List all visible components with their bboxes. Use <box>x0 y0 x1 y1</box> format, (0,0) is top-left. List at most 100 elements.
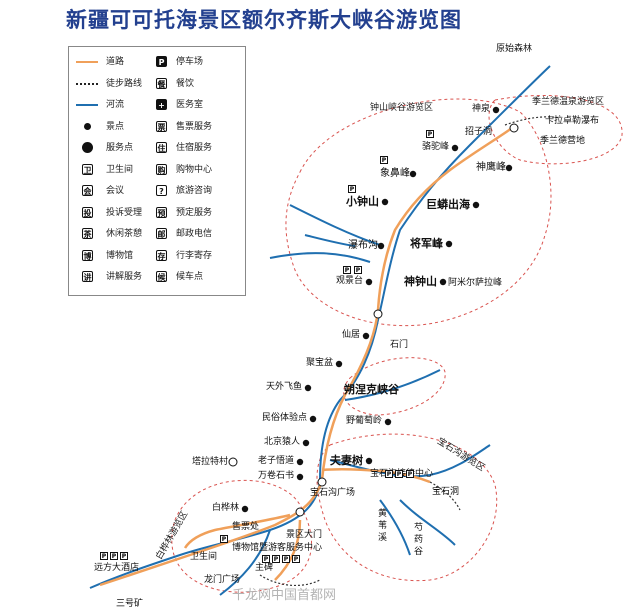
legend-luggage-icon: 存 <box>156 249 167 261</box>
page-title: 新疆可可托海景区额尔齐斯大峡谷游览图 <box>66 8 462 32</box>
place-label-shenzhongshan: 神钟山 <box>404 275 437 288</box>
scenic-spot-laozi <box>296 458 304 466</box>
facility-parking-icon: P <box>406 470 414 478</box>
zhongshan-area-boundary <box>285 98 552 327</box>
facility-parking-icon: P <box>426 130 434 138</box>
trail-baoshi <box>429 481 461 511</box>
legend-label: 博物馆 <box>106 250 134 261</box>
legend-label: 行李寄存 <box>176 250 213 261</box>
place-label-weishengjian: 卫生间 <box>190 552 218 562</box>
place-label-jubaopen: 聚宝盆 <box>306 358 334 368</box>
legend-label: 住宿服务 <box>176 143 213 153</box>
facility-parking-icon: P <box>354 266 362 274</box>
place-label-pubugou: 瀑布沟 <box>348 240 378 251</box>
place-label-shuonie: 朔涅克峡谷 <box>344 383 399 396</box>
legend-label: 卫生间 <box>106 164 134 175</box>
tributary-baoshi-2 <box>379 499 411 556</box>
area-boundaries <box>171 95 623 593</box>
legend-label: 服务点 <box>106 143 134 153</box>
legend-ticket-icon: 票 <box>156 120 167 132</box>
scenic-spot-xianju <box>362 332 370 340</box>
place-label-zhubei: 主碑 <box>255 563 274 573</box>
place-label-yuanfang: 远方大酒店 <box>94 563 140 573</box>
scenic-spot-jiangjunfeng <box>445 240 453 248</box>
facility-parking-icon: P <box>348 185 356 193</box>
place-label-amier: 阿米尔萨拉峰 <box>448 278 503 288</box>
baihualin-road <box>183 513 291 549</box>
tributary-zhongshan-1 <box>289 204 381 246</box>
place-label-yuanshi: 原始森林 <box>496 44 533 54</box>
place-label-minsu: 民俗体验点 <box>262 413 308 423</box>
place-label-yeputao: 野葡萄岭 <box>346 416 383 426</box>
legend-label: 休闲茶憩 <box>106 229 143 239</box>
legend-label: 医务室 <box>176 100 204 110</box>
legend-guide-icon: 讲 <box>82 271 93 282</box>
scenic-spot-xiaozhongshan <box>381 198 389 206</box>
legend-teahouse-icon: 茶 <box>82 228 93 239</box>
legend-museum-icon: 博 <box>82 249 93 261</box>
baihualin-area-boundary <box>171 479 312 593</box>
place-label-fuqishu: 夫妻树 <box>330 454 363 467</box>
legend-label: 餐饮 <box>176 78 195 89</box>
legend-complaint-icon: 投 <box>82 206 93 218</box>
facility-parking-icon: P <box>395 470 403 478</box>
main-road <box>99 126 513 587</box>
legend-waiting-icon: 候 <box>156 271 167 282</box>
place-label-huangyou: 黄 苇 溪 <box>378 509 388 543</box>
scenic-spot-beijing <box>302 439 310 447</box>
legend-label: 讲解服务 <box>106 272 143 282</box>
place-label-jumang: 巨蟒出海 <box>426 198 470 211</box>
scenic-spot-shenzhongshan <box>439 278 447 286</box>
place-label-guanjingtai: 观景台 <box>336 276 364 286</box>
service-point-1 <box>373 309 383 319</box>
place-label-shoupiao: 售票处 <box>232 522 260 532</box>
scenic-spot-shenyingfeng <box>505 164 513 172</box>
legend-trail-line-icon <box>76 82 98 85</box>
facility-parking-icon: P <box>120 552 128 560</box>
scenic-spot-baihualin <box>241 505 249 513</box>
service-point-2 <box>317 477 327 487</box>
watermark: 千龙网中国首都网 <box>232 588 337 603</box>
legend-lodging-icon: 住 <box>156 142 167 153</box>
place-label-xianju: 仙居 <box>342 330 361 340</box>
place-label-wanjuan: 万卷石书 <box>258 471 295 481</box>
legend-label: 徒步路线 <box>106 78 143 89</box>
place-label-sanhaokuang: 三号矿 <box>116 599 144 609</box>
place-label-shimen: 石门 <box>390 340 409 350</box>
place-label-laozi: 老子悟道 <box>258 456 295 466</box>
place-label-bowuguan: 博物馆暨游客服务中心 <box>232 543 323 553</box>
service-point-0 <box>509 123 519 133</box>
area-label-zhongshan: 钟山峡谷游览区 <box>370 103 434 113</box>
legend-label: 会议 <box>106 186 125 196</box>
scenic-spot-jumang <box>472 201 480 209</box>
place-label-kalazhuo: 卡拉卓勒瀑布 <box>545 116 600 126</box>
shuonie-area-boundary <box>343 357 446 416</box>
place-label-jiangjunfeng: 将军峰 <box>410 237 443 250</box>
trail-baihualin <box>259 574 321 586</box>
place-label-shenquan: 神泉 <box>472 104 491 114</box>
tributary-baoshi-1 <box>329 444 491 478</box>
tributary-shuonie <box>344 369 441 401</box>
scenic-spot-luotuofeng <box>451 144 459 152</box>
facility-parking-icon: P <box>343 266 351 274</box>
service-points <box>228 123 519 517</box>
trails <box>259 116 561 586</box>
scenic-spot-tianwai <box>304 384 312 392</box>
legend-shopping-icon: 购 <box>156 163 167 175</box>
legend-label: 停车场 <box>176 57 204 67</box>
scenic-spot-guanjingtai <box>365 278 373 286</box>
legend-label: 预定服务 <box>176 207 213 218</box>
facility-parking-icon: P <box>220 535 228 543</box>
legend-booking-icon: 预 <box>156 206 167 218</box>
place-label-jilande_camp: 季兰德营地 <box>540 136 586 146</box>
facility-parking-icon: P <box>385 470 393 478</box>
legend-label: 景点 <box>106 121 125 132</box>
place-label-baoshidong: 宝石洞 <box>432 487 460 497</box>
service-point-4 <box>228 457 238 467</box>
place-label-baoshigou_square: 宝石沟广场 <box>310 488 356 498</box>
scenic-spot-xiangbifeng <box>409 170 417 178</box>
place-label-longmen: 龙门广场 <box>204 575 241 585</box>
legend-service-point-icon <box>82 142 93 153</box>
legend-restroom-icon: 卫 <box>82 163 93 175</box>
